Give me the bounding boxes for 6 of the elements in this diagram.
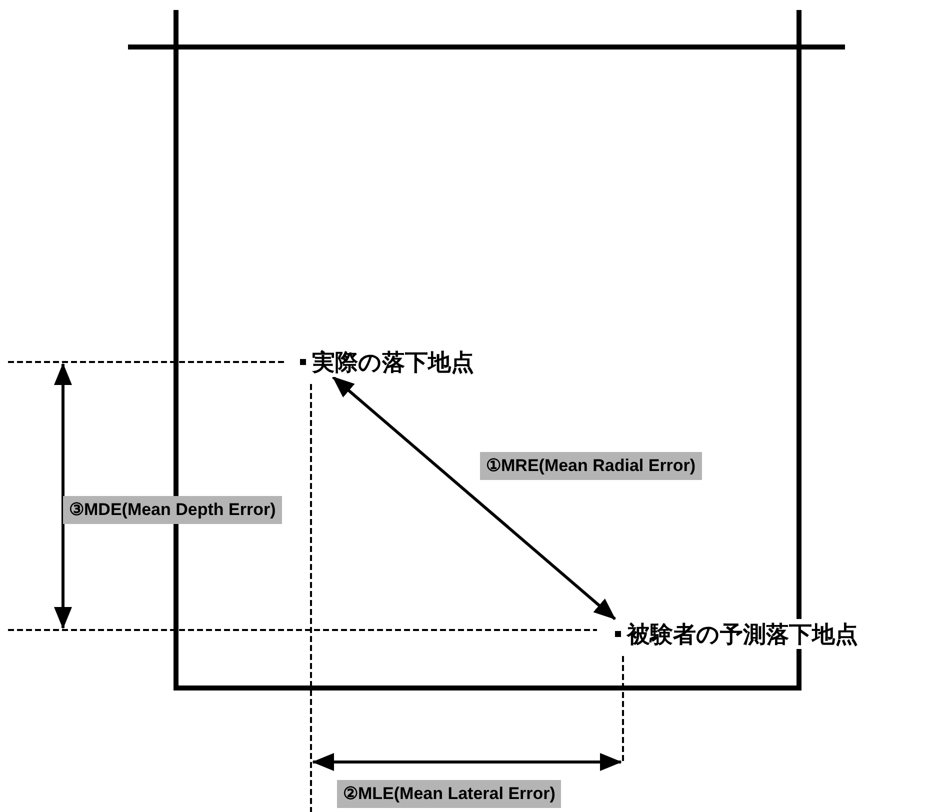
arrow (332, 376, 616, 620)
dimension-label: ②MLE(Mean Lateral Error) (337, 780, 562, 808)
dimension-label: ③MDE(Mean Depth Error) (63, 496, 282, 524)
point-label: 実際の落下地点 (312, 347, 474, 377)
edge-label: ①MRE(Mean Radial Error) (480, 452, 702, 480)
point-label: 被験者の予測落下地点 (627, 619, 858, 649)
